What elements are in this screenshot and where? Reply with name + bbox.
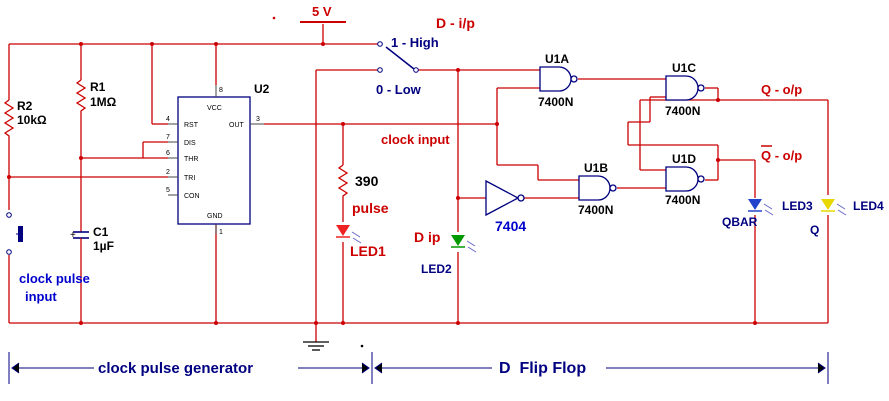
u1d-name: U1D (672, 152, 696, 166)
q-output-label: Q - o/p (761, 82, 802, 97)
ground-symbol (303, 341, 329, 351)
u1a-name: U1A (545, 52, 569, 66)
r1-value: 1MΩ (90, 95, 117, 109)
cap-plus: + (70, 230, 76, 241)
led2-name: LED2 (421, 262, 452, 276)
pin-rst: RST (184, 122, 199, 129)
switch-low-label: 0 - Low (376, 82, 422, 97)
u1d-type: 7400N (665, 193, 700, 207)
pin-tri: TRI (184, 175, 195, 182)
resistor-r2 (3, 99, 15, 140)
led4-yellow (821, 199, 847, 216)
u1c-name: U1C (672, 61, 696, 75)
switch-high-label: 1 - High (391, 35, 439, 50)
pin-num-4: 4 (166, 116, 170, 123)
pin-num-8: 8 (219, 87, 223, 94)
c1-name: C1 (93, 225, 109, 239)
inverter-type: 7404 (495, 218, 526, 234)
clock-pulse-input-label-2: input (25, 289, 57, 304)
stray-dot (360, 344, 364, 348)
u1b-type: 7400N (578, 203, 613, 217)
u1c-type: 7400N (665, 104, 700, 118)
pin-out: OUT (229, 122, 245, 129)
r1-name: R1 (90, 80, 106, 94)
d-input-switch[interactable] (377, 41, 419, 73)
pin-gnd: GND (207, 213, 223, 220)
led2-label: D ip (414, 229, 440, 245)
stray-dot (272, 16, 276, 20)
led4-label: Q (810, 223, 819, 237)
pin-num-7: 7 (166, 134, 170, 141)
pin-num-3: 3 (256, 116, 260, 123)
clock-input-label: clock input (381, 132, 450, 147)
timer-ic-u2 (168, 85, 264, 234)
junctions (7, 42, 757, 325)
nand-gate-u1d (665, 166, 705, 192)
led3-name: LED3 (782, 199, 813, 213)
inverter-7404 (485, 179, 525, 217)
r2-value: 10kΩ (17, 113, 47, 127)
led3-label: QBAR (722, 215, 758, 229)
led1-name: LED1 (350, 243, 386, 259)
nand-gate-u1b (578, 175, 617, 201)
u1b-name: U1B (584, 161, 608, 175)
section-d-flip-flop: D Flip Flop (499, 360, 586, 377)
pin-num-5: 5 (166, 187, 170, 194)
resistor-390 (337, 164, 349, 198)
pin-con: CON (184, 193, 200, 200)
pin-thr: THR (184, 156, 198, 163)
u1a-type: 7400N (538, 95, 573, 109)
resistor-r1 (75, 79, 87, 112)
supply-label: 5 V (312, 4, 332, 19)
pin-vcc: VCC (207, 105, 222, 112)
pin-num-6: 6 (166, 150, 170, 157)
c1-value: 1µF (93, 239, 114, 253)
r390-value: 390 (355, 173, 379, 189)
section-dividers (8, 352, 829, 384)
r2-name: R2 (17, 99, 33, 113)
u2-name: U2 (254, 82, 270, 96)
pin-num-1: 1 (219, 229, 223, 236)
led4-name: LED4 (853, 199, 884, 213)
led1-red (336, 225, 362, 244)
pin-dis: DIS (184, 140, 196, 147)
qbar-output-label: Q - o/p (761, 148, 802, 163)
led2-green (451, 235, 477, 253)
pin-num-2: 2 (166, 169, 170, 176)
led1-label: pulse (352, 200, 389, 216)
d-input-title: D - i/p (436, 15, 475, 31)
led3-blue (748, 199, 774, 216)
nand-gate-u1a (539, 66, 578, 92)
nand-gate-u1c (665, 75, 705, 101)
clock-pulse-input-label: clock pulse (19, 271, 90, 286)
wires (8, 24, 829, 342)
section-clock-generator: clock pulse generator (98, 360, 253, 377)
clock-pulse-button[interactable] (6, 212, 23, 255)
